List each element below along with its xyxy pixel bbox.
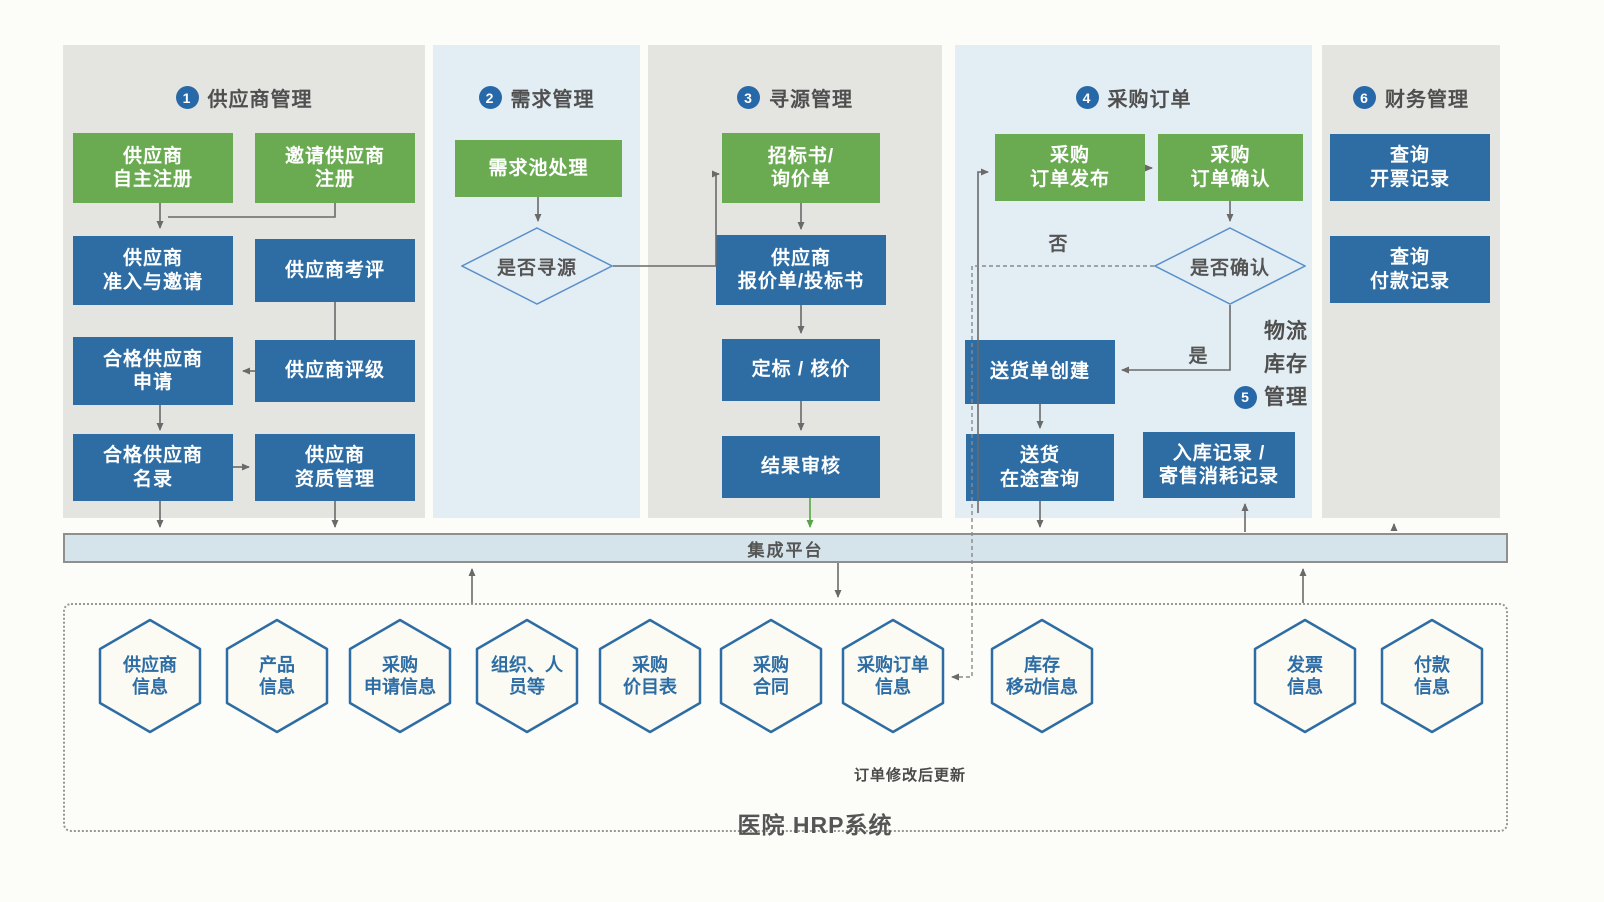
hexagon-shape: [348, 618, 452, 734]
label-yes: 是: [1188, 346, 1208, 367]
diamond-shape: [461, 227, 613, 305]
hex-purchase-request-info: 采购 申请信息: [348, 618, 452, 734]
node-supplier-self-register: 供应商 自主注册: [73, 133, 233, 203]
diamond-shape: [1154, 227, 1306, 305]
node-payment-query: 查询 付款记录: [1330, 236, 1490, 303]
node-supplier-review: 供应商考评: [255, 239, 415, 302]
hex-invoice-info: 发票 信息: [1253, 618, 1357, 734]
hex-org-personnel: 组织、人 员等: [475, 618, 579, 734]
hex-inventory-movement: 库存 移动信息: [990, 618, 1094, 734]
section-6-header: 6 财务管理: [1322, 83, 1500, 112]
section-5-title-line2: 库存: [1264, 353, 1308, 376]
section-6-number-badge: 6: [1353, 86, 1376, 109]
node-tender-inquiry: 招标书/ 询价单: [722, 133, 880, 203]
section-3-header: 3 寻源管理: [648, 83, 942, 112]
section-6-title: 财务管理: [1385, 89, 1469, 111]
node-delivery-transit-query: 送货 在途查询: [966, 434, 1114, 501]
decision-sourcing: 是否寻源: [461, 227, 613, 305]
hexagon-shape: [841, 618, 945, 734]
hex-supplier-info: 供应商 信息: [98, 618, 202, 734]
section-1-header: 1 供应商管理: [63, 83, 425, 112]
hexagon-shape: [719, 618, 823, 734]
section-1-title: 供应商管理: [207, 89, 313, 111]
hexagon-shape: [1253, 618, 1357, 734]
node-qualified-supplier-list: 合格供应商 名录: [73, 434, 233, 501]
section-2-number-badge: 2: [478, 86, 502, 109]
section-2-title: 需求管理: [510, 89, 595, 111]
node-supplier-admission: 供应商 准入与邀请: [73, 236, 233, 305]
hex-po-info: 采购订单 信息: [841, 618, 945, 734]
section-3-number-badge: 3: [737, 86, 760, 109]
node-demand-pool: 需求池处理: [455, 140, 622, 197]
section-4-header: 4 采购订单: [955, 83, 1312, 112]
section-5-header: 物流 库存 5 管理: [1190, 315, 1308, 414]
hex-product-info: 产品 信息: [225, 618, 329, 734]
section-4-title: 采购订单: [1107, 89, 1192, 111]
hrp-system-title: 医院 HRP系统: [737, 812, 893, 838]
integration-platform-bar: 集成平台: [63, 533, 1508, 563]
hexagon-shape: [475, 618, 579, 734]
section-3-title: 寻源管理: [769, 89, 853, 111]
hexagon-shape: [225, 618, 329, 734]
integration-platform-label: 集成平台: [747, 540, 824, 560]
node-supplier-invite-register: 邀请供应商 注册: [255, 133, 415, 203]
node-supplier-rating: 供应商评级: [255, 340, 415, 402]
hex-purchase-contract: 采购 合同: [719, 618, 823, 734]
label-no: 否: [1048, 234, 1068, 255]
node-result-audit: 结果审核: [722, 436, 880, 498]
node-delivery-note-create: 送货单创建: [965, 340, 1115, 404]
node-award-pricing: 定标 / 核价: [722, 339, 880, 401]
section-1-number-badge: 1: [175, 86, 199, 109]
hexagon-shape: [598, 618, 702, 734]
node-po-confirm: 采购 订单确认: [1158, 134, 1303, 201]
section-5-title-line1: 物流: [1264, 320, 1308, 343]
section-4-number-badge: 4: [1075, 86, 1099, 109]
node-po-publish: 采购 订单发布: [995, 134, 1145, 201]
node-receipt-consignment: 入库记录 / 寄售消耗记录: [1143, 432, 1295, 498]
section-2-header: 2 需求管理: [433, 83, 640, 112]
section-5-title-line3: 管理: [1264, 386, 1308, 409]
hex-payment-info: 付款 信息: [1380, 618, 1484, 734]
node-supplier-qualification: 供应商 资质管理: [255, 434, 415, 501]
node-qualified-supplier-apply: 合格供应商 申请: [73, 337, 233, 405]
node-invoice-query: 查询 开票记录: [1330, 134, 1490, 201]
section-5-number-badge: 5: [1234, 386, 1257, 409]
hexagon-shape: [1380, 618, 1484, 734]
node-supplier-quotation: 供应商 报价单/投标书: [716, 235, 886, 305]
hex-price-list: 采购 价目表: [598, 618, 702, 734]
order-update-note: 订单修改后更新: [853, 767, 966, 784]
decision-confirm: 是否确认: [1154, 227, 1306, 305]
hexagon-shape: [98, 618, 202, 734]
hrp-system-container: [63, 603, 1508, 832]
